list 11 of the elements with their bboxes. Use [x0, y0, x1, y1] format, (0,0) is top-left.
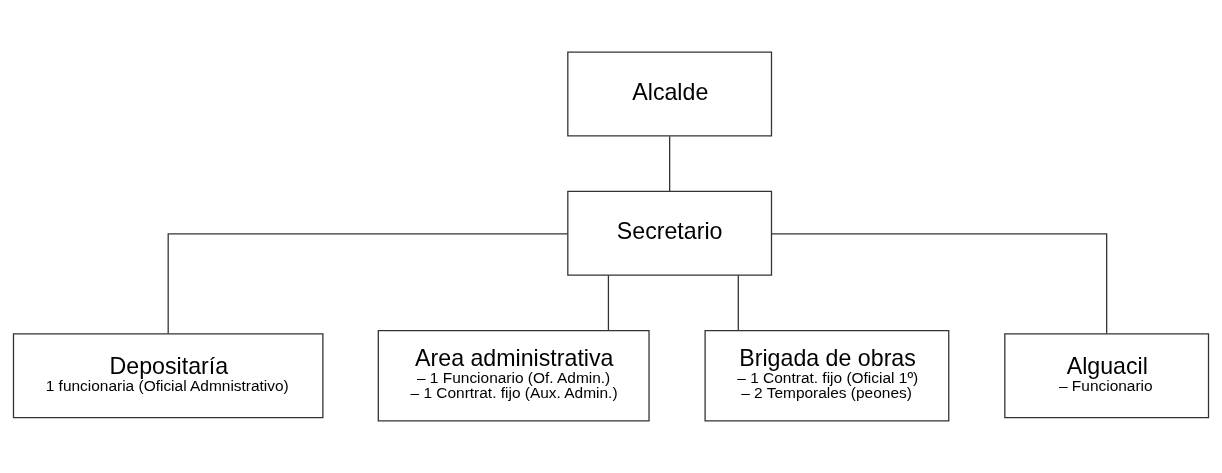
connector	[770, 233, 1108, 335]
connector	[167, 233, 569, 335]
connector	[607, 274, 610, 332]
node-box: Alguacil – Funcionario	[1004, 333, 1210, 419]
node-box: Brigada de obras – 1 Contrat. fijo (Oficial 1º) – 2 Temporales (peones)	[704, 329, 950, 422]
node-box: Alcalde	[567, 51, 773, 137]
connector	[669, 135, 671, 192]
connector	[737, 274, 739, 332]
node-box: Secretario	[567, 190, 773, 276]
node-box: Area administrativa – 1 Funcionario (Of. Admin.) – 1 Conrtrat. fijo (Aux. Admin.)	[377, 329, 650, 422]
node-box: Depositaría 1 funcionaria (Oficial Admnistrativo)	[12, 333, 324, 419]
